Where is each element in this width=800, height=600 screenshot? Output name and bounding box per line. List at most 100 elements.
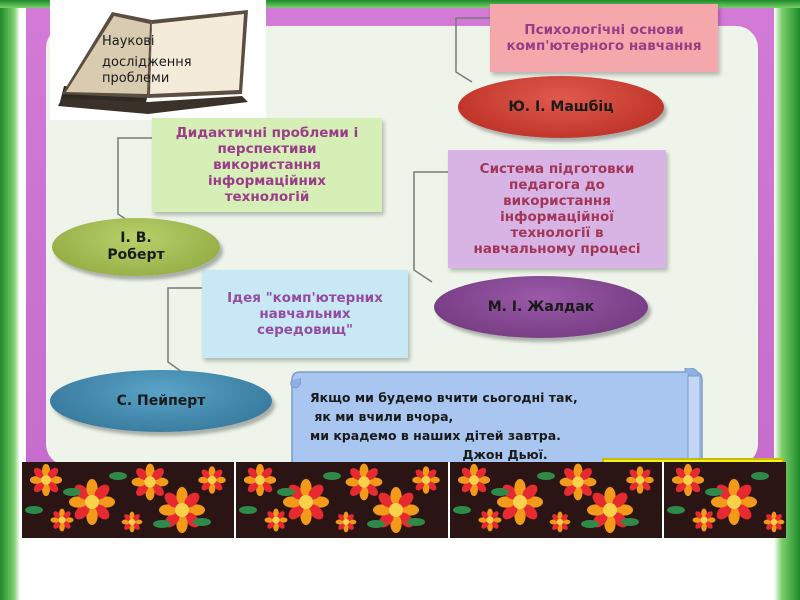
flower-petal — [133, 514, 140, 521]
flower-center — [469, 475, 479, 485]
flower-petal — [97, 496, 115, 508]
flower-petal — [283, 496, 301, 508]
flower-petal — [347, 514, 354, 521]
flower-petal — [136, 483, 149, 496]
leaf — [63, 488, 81, 496]
flower-petal — [359, 463, 369, 478]
flower-petal — [69, 496, 87, 508]
flower-petal — [378, 492, 394, 508]
flower-petal — [775, 523, 782, 530]
oval-label: С. Пейперт — [116, 392, 206, 409]
leaf — [25, 506, 43, 514]
flower-petal — [187, 504, 205, 516]
ornament-tile — [664, 462, 786, 538]
flower-petal — [33, 467, 45, 479]
oval-label: М. І. Жалдак — [487, 298, 595, 315]
flower-petal — [176, 487, 188, 505]
quote-line: ми крадемо в наших дітей завтра. — [310, 428, 561, 443]
flower-petal — [636, 466, 644, 477]
flower-petal — [300, 479, 312, 497]
flower-petal — [59, 508, 65, 518]
oval-robert: І. В. Роберт — [52, 218, 220, 276]
note-teacher-training-system: Система підготовки педагога до використа… — [448, 150, 666, 268]
leaf — [153, 520, 171, 528]
flower-petal — [263, 476, 277, 484]
note-line: комп'ютерного навчання — [506, 38, 702, 54]
flower-petal — [300, 507, 312, 525]
green-frame-top — [0, 0, 800, 8]
oval-zhaldak: М. І. Жалдак — [434, 276, 648, 338]
flower-petal — [487, 508, 493, 518]
flower-petal — [736, 484, 752, 500]
flower-petal — [215, 476, 226, 484]
oval-label: Роберт — [107, 247, 165, 263]
flower-petal — [629, 481, 639, 491]
oval-label: Ю. І. Машбіц — [508, 98, 614, 115]
flower-petal — [604, 515, 616, 533]
leaf — [667, 506, 685, 514]
flower-center — [421, 475, 431, 485]
flower-petal — [561, 514, 568, 521]
flower-petal — [716, 504, 732, 520]
flower-petal — [50, 517, 60, 523]
flower-center — [342, 518, 350, 526]
flower-center — [727, 495, 741, 509]
flower-petal — [412, 476, 423, 484]
note-line: Дидактичні проблеми і — [175, 125, 359, 141]
flower-petal — [308, 484, 324, 500]
flower-petal — [481, 511, 489, 519]
flower-petal — [771, 511, 777, 520]
flower-center — [299, 495, 313, 509]
flower-petal — [261, 481, 273, 493]
flower-petal — [42, 483, 50, 497]
flower-petal — [549, 519, 558, 525]
flower-petal — [557, 511, 563, 520]
flower-petal — [264, 517, 274, 523]
flower-petal — [641, 481, 651, 491]
flower-petal — [273, 508, 279, 518]
open-book-icon — [58, 10, 248, 114]
flower-petal — [343, 511, 349, 520]
flower-center — [58, 516, 66, 524]
leaf — [751, 472, 769, 480]
flower-petal — [261, 467, 273, 479]
note-psychological-foundations: Психологічні основи комп'ютерного навчан… — [490, 4, 718, 72]
flower-petal — [481, 521, 489, 529]
flower-petal — [243, 476, 257, 484]
ornament-strip — [22, 462, 786, 538]
book-caption: Наукові дослідження проблеми — [102, 34, 192, 87]
flower-petal — [522, 504, 538, 520]
flower-petal — [398, 492, 414, 508]
flower-center — [41, 475, 51, 485]
flower-petal — [491, 521, 499, 529]
flower-petal — [347, 523, 354, 530]
flower-center — [207, 475, 217, 485]
leaf — [453, 506, 471, 514]
flower-petal — [208, 466, 216, 477]
flower-petal — [154, 477, 169, 487]
flower-petal — [689, 467, 701, 479]
flower-petal — [63, 511, 71, 519]
flower-petal — [273, 522, 279, 532]
flower-center — [513, 495, 527, 509]
flower-center — [572, 476, 584, 488]
flower-petal — [176, 515, 188, 533]
flower-petal — [134, 519, 143, 525]
flower-petal — [582, 477, 597, 487]
flower-petal — [184, 492, 200, 508]
flower-petal — [612, 492, 628, 508]
flower-petal — [256, 463, 264, 477]
flower-petal — [427, 481, 437, 491]
flower-center — [556, 518, 564, 526]
note-line: середовищ" — [256, 322, 354, 338]
flower-petal — [129, 511, 135, 520]
flower-petal — [213, 481, 223, 491]
flower-petal — [124, 523, 131, 530]
flower-petal — [151, 483, 164, 496]
flower-petal — [247, 467, 259, 479]
flower-petal — [615, 504, 633, 516]
flower-petal — [705, 521, 713, 529]
flower-center — [486, 516, 494, 524]
flower-petal — [348, 519, 357, 525]
flower-petal — [552, 514, 559, 521]
